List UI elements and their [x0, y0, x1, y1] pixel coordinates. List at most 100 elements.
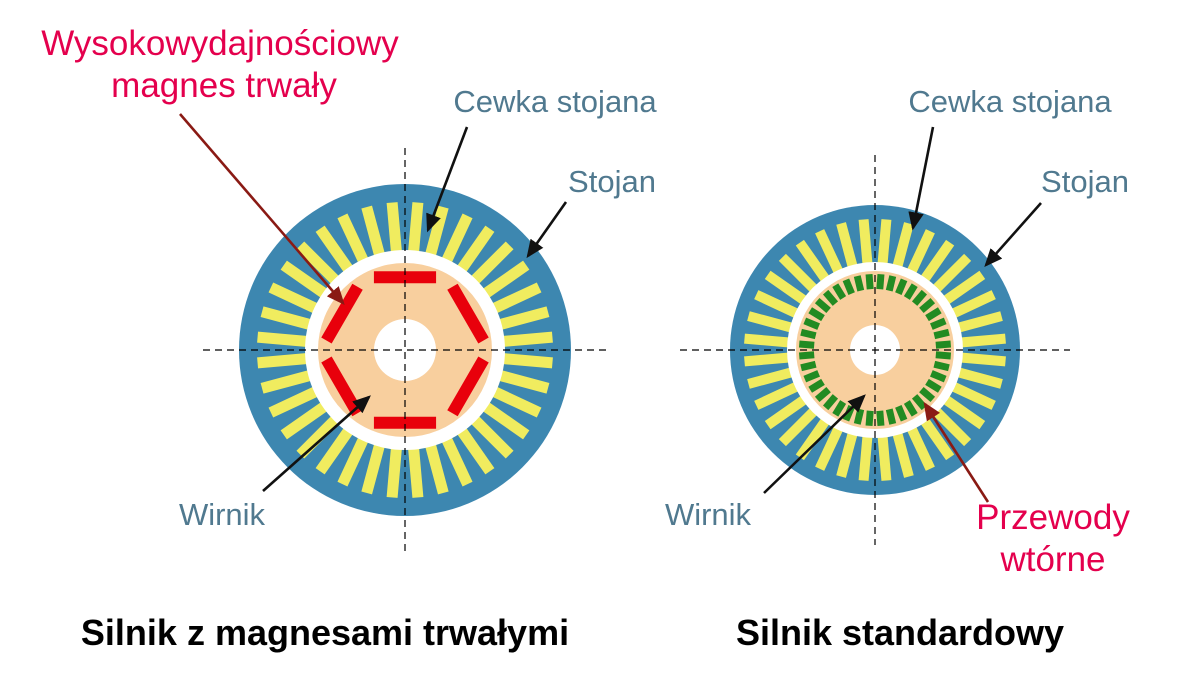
- stator-coil-slot: [454, 225, 495, 276]
- arrow-to-right-stator-coil: [908, 126, 935, 231]
- secondary-conductor: [798, 340, 815, 349]
- stator-coil-slot: [337, 433, 370, 487]
- shaft-hole: [374, 319, 436, 381]
- stator-coil-slot: [877, 432, 892, 481]
- arrow-to-left-rotor: [262, 395, 371, 492]
- secondary-conductor: [822, 289, 839, 306]
- stator-coil-slot: [479, 260, 530, 301]
- secondary-conductor: [798, 351, 815, 360]
- stator-coil-slot: [468, 241, 514, 287]
- arrow-to-secondary-conductors: [923, 401, 990, 503]
- stator-coil-slot: [296, 241, 342, 287]
- secondary-conductor: [842, 278, 855, 295]
- stator-coil-slot: [918, 239, 955, 285]
- stator-coil-slot: [836, 222, 859, 272]
- arrow-to-right-stator: [984, 202, 1042, 267]
- secondary-conductor: [876, 273, 885, 290]
- stator-coil-slot: [257, 331, 311, 348]
- secondary-conductor: [800, 328, 817, 340]
- permanent-magnet-bar: [447, 283, 489, 344]
- secondary-conductor: [800, 360, 817, 372]
- stator-coil-slot: [495, 306, 550, 331]
- secondary-conductor: [919, 297, 936, 314]
- stator-coil-slot: [744, 352, 793, 367]
- label-secondary-conductors-line2: wtórne: [1000, 540, 1106, 579]
- stator-coil-slot: [268, 385, 322, 418]
- secondary-conductor: [865, 273, 874, 290]
- secondary-conductor: [832, 283, 847, 300]
- stator-coil-slot: [891, 222, 914, 272]
- secondary-conductor: [832, 400, 847, 417]
- stator-coil-slot: [905, 229, 935, 277]
- stator-coil-slot: [488, 282, 542, 315]
- arrow-to-permanent-magnet: [179, 113, 345, 305]
- stator-coil-slot: [268, 282, 322, 315]
- stator-coil-slot: [778, 405, 820, 447]
- secondary-conductor: [930, 370, 947, 383]
- stator-coil-slot: [905, 423, 935, 471]
- stator-coil-slot: [858, 432, 873, 481]
- caption-right-motor: Silnik standardowy: [735, 612, 1065, 653]
- stator-coil-slot: [940, 270, 986, 307]
- stator-coil-slot: [858, 219, 873, 268]
- secondary-conductor: [895, 405, 908, 422]
- stator-coil-slot: [280, 399, 331, 440]
- stator-coil-slot: [407, 444, 424, 498]
- stator-coil-slot: [424, 440, 449, 495]
- stator-coil-slot: [744, 333, 793, 348]
- stator-coil-slot: [891, 428, 914, 478]
- secondary-conductor: [925, 378, 942, 393]
- stator-coil-slot: [764, 393, 810, 430]
- caption-left-motor: Silnik z magnesami trwałymi: [80, 612, 570, 653]
- label-left-stator: Stojan: [568, 164, 656, 199]
- secondary-conductor: [865, 410, 874, 427]
- secondary-conductor: [933, 360, 950, 372]
- secondary-conductor: [933, 328, 950, 340]
- stator-coil-slot: [315, 225, 356, 276]
- stator-coil-slot: [957, 352, 1006, 367]
- arrow-to-right-rotor: [763, 394, 866, 494]
- secondary-conductor: [814, 386, 831, 403]
- secondary-conductor: [876, 410, 885, 427]
- stator-coil-slot: [778, 253, 820, 295]
- stator-coil-slot: [479, 399, 530, 440]
- secondary-conductor: [911, 289, 928, 306]
- label-right-stator: Stojan: [1041, 164, 1129, 199]
- secondary-conductor: [814, 297, 831, 314]
- stator-coil-slot: [957, 333, 1006, 348]
- arrow-to-left-stator: [526, 201, 568, 259]
- arrow-to-left-stator-coil: [426, 126, 469, 233]
- stator-coil-slot: [747, 311, 797, 334]
- permanent-magnet-bar: [447, 356, 489, 417]
- secondary-conductor: [935, 340, 952, 349]
- label-high-performance-magnet-line1: Wysokowydajnościowy: [41, 24, 399, 63]
- secondary-conductor: [885, 408, 897, 425]
- stator-coil-slot: [948, 380, 996, 410]
- stator-coil-slot: [948, 290, 996, 320]
- stator-coil-slot: [257, 352, 311, 369]
- secondary-conductor: [808, 307, 825, 322]
- stator-coil-slot: [337, 213, 370, 267]
- label-right-stator-coil: Cewka stojana: [908, 84, 1112, 119]
- stator-coil-slot: [440, 213, 473, 267]
- motor-permanent-magnet: [203, 148, 607, 552]
- stator-coil-slot: [815, 229, 845, 277]
- stator-coil-slot: [280, 260, 331, 301]
- stator-coil-slot: [454, 424, 495, 475]
- motor-standard: [680, 155, 1070, 545]
- stator-coil-slot: [815, 423, 845, 471]
- stator-coil-slot: [468, 413, 514, 459]
- secondary-conductor: [885, 275, 897, 292]
- label-left-stator-coil: Cewka stojana: [453, 84, 657, 119]
- secondary-conductor: [853, 408, 865, 425]
- label-high-performance-magnet-line2: magnes trwały: [111, 66, 337, 105]
- secondary-conductor: [803, 370, 820, 383]
- stator-coil-slot: [499, 331, 553, 348]
- secondary-conductor: [903, 283, 918, 300]
- stator-coil-slot: [747, 366, 797, 389]
- secondary-conductor: [903, 400, 918, 417]
- label-secondary-conductors-line1: Przewody: [976, 498, 1130, 537]
- stator-coil-slot: [361, 440, 386, 495]
- stator-coil-slot: [795, 239, 832, 285]
